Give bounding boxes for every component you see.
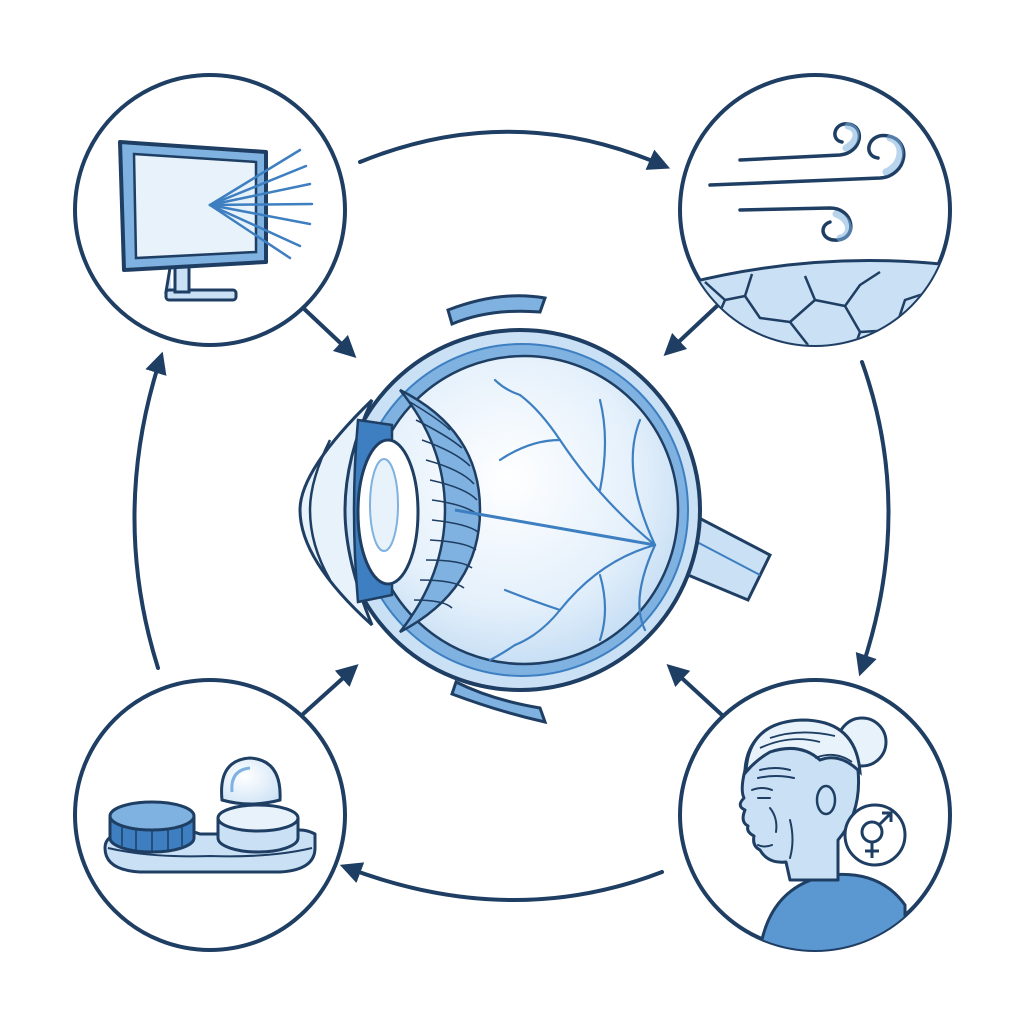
arrow-left xyxy=(132,351,167,670)
ciliary-body xyxy=(399,388,482,634)
arrow-br-to-eye xyxy=(666,664,724,717)
arrow-bl-to-eye xyxy=(300,664,359,717)
factor-age-and-gender xyxy=(678,678,952,952)
factor-screen-time xyxy=(73,73,347,347)
eye-cross-section-icon xyxy=(298,294,772,725)
cycle-arrows xyxy=(132,129,891,903)
elderly-woman-age-gender-icon xyxy=(738,716,907,950)
arrow-tl-to-eye xyxy=(298,303,357,359)
retinal-vessels xyxy=(488,378,657,662)
arrow-bottom xyxy=(339,862,664,903)
contact-lens-icon xyxy=(220,756,282,806)
arrow-top xyxy=(358,129,671,170)
arrow-tr-to-eye xyxy=(663,303,720,357)
contact-lens-case-icon xyxy=(103,756,317,874)
factor-dry-environment xyxy=(678,73,952,347)
arrow-right xyxy=(855,360,891,677)
gender-symbol-icon xyxy=(843,803,907,867)
factor-contact-lenses xyxy=(73,678,347,952)
computer-monitor-screen-glare-icon xyxy=(118,140,314,302)
